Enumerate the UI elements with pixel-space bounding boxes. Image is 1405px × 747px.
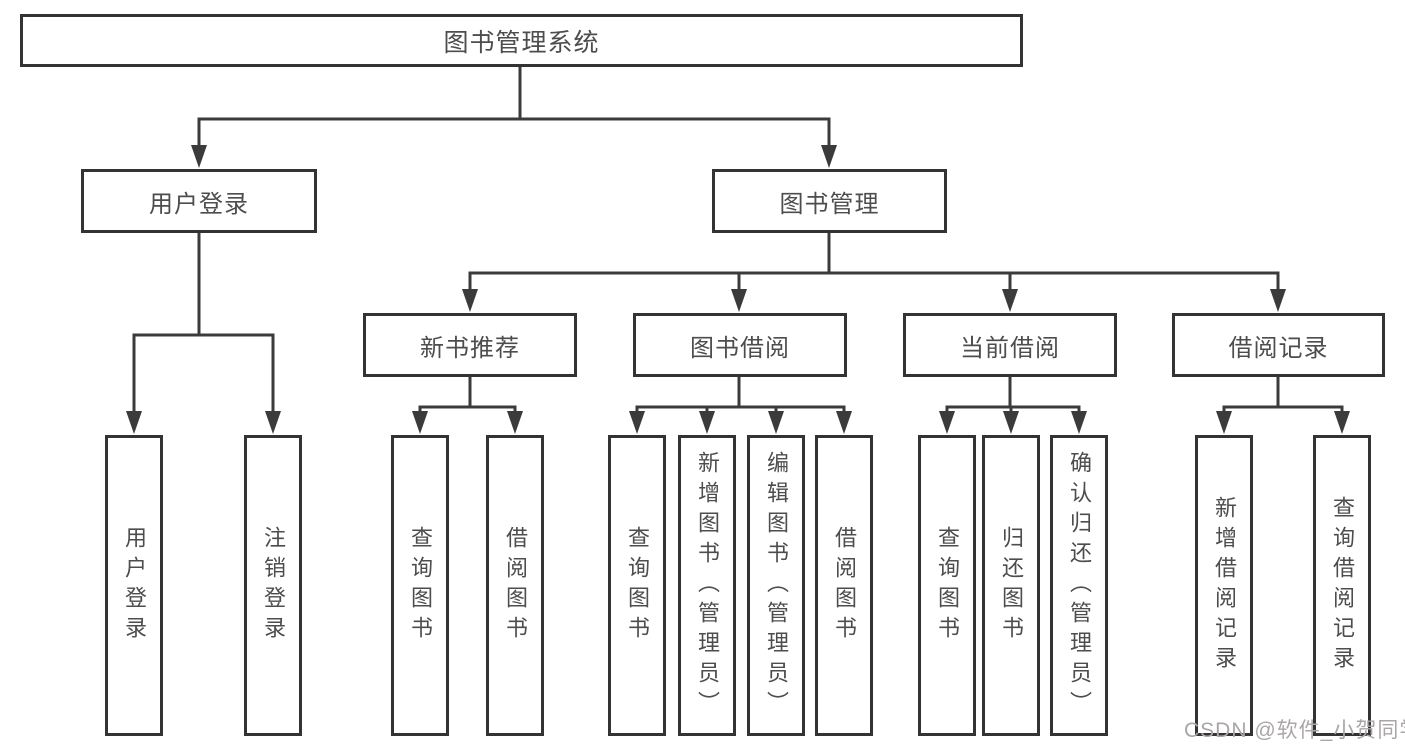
node-current-borrowing: 当前借阅 xyxy=(903,313,1117,377)
leaf-logout: 注销登录 xyxy=(244,435,302,736)
leaf-query-books-recommend: 查询图书 xyxy=(391,435,449,736)
leaf-query-borrow-record-label: 查询借阅记录 xyxy=(1330,495,1355,676)
leaf-edit-book-admin: 编辑图书（管理员） xyxy=(747,435,805,736)
leaf-user-login: 用户登录 xyxy=(105,435,163,736)
leaf-edit-book-admin-label: 编辑图书（管理员） xyxy=(764,450,789,721)
leaf-query-borrow-record: 查询借阅记录 xyxy=(1313,435,1371,736)
leaf-logout-label: 注销登录 xyxy=(261,525,286,646)
leaf-query-books-recommend-label: 查询图书 xyxy=(408,525,433,646)
leaf-query-books-borrow: 查询图书 xyxy=(608,435,666,736)
leaf-confirm-return-admin-label: 确认归还（管理员） xyxy=(1067,450,1092,721)
connector-book-management-branch xyxy=(462,233,1286,312)
leaf-return-book-label: 归还图书 xyxy=(999,525,1024,646)
leaf-return-book: 归还图书 xyxy=(982,435,1040,736)
leaf-add-book-admin: 新增图书（管理员） xyxy=(678,435,736,736)
connector-user-login-branch xyxy=(126,233,281,434)
connector-borrow-records-branch xyxy=(1216,377,1350,434)
leaf-borrow-books: 借阅图书 xyxy=(815,435,873,736)
node-book-management: 图书管理 xyxy=(712,169,947,233)
connector-book-borrow-branch xyxy=(629,377,852,434)
connector-root-to-level2 xyxy=(191,66,837,168)
leaf-query-books-borrow-label: 查询图书 xyxy=(625,525,650,646)
leaf-user-login-label: 用户登录 xyxy=(122,525,147,646)
connector-current-borrow-branch xyxy=(939,377,1087,434)
connector-new-book-branch xyxy=(412,377,523,434)
leaf-borrow-books-label: 借阅图书 xyxy=(832,525,857,646)
node-user-login: 用户登录 xyxy=(81,169,317,233)
leaf-borrow-books-recommend: 借阅图书 xyxy=(486,435,544,736)
leaf-add-borrow-record: 新增借阅记录 xyxy=(1195,435,1253,736)
node-new-book-recommendation: 新书推荐 xyxy=(363,313,577,377)
leaf-query-books-current-label: 查询图书 xyxy=(935,525,960,646)
node-borrowing-records: 借阅记录 xyxy=(1172,313,1385,377)
leaf-query-books-current: 查询图书 xyxy=(918,435,976,736)
node-book-borrowing: 图书借阅 xyxy=(633,313,847,377)
node-library-management-system: 图书管理系统 xyxy=(20,14,1023,67)
csdn-watermark: CSDN @软件_小贺同学 xyxy=(1184,719,1405,742)
leaf-borrow-books-recommend-label: 借阅图书 xyxy=(503,525,528,646)
leaf-add-borrow-record-label: 新增借阅记录 xyxy=(1212,495,1237,676)
leaf-add-book-admin-label: 新增图书（管理员） xyxy=(695,450,720,721)
leaf-confirm-return-admin: 确认归还（管理员） xyxy=(1050,435,1108,736)
